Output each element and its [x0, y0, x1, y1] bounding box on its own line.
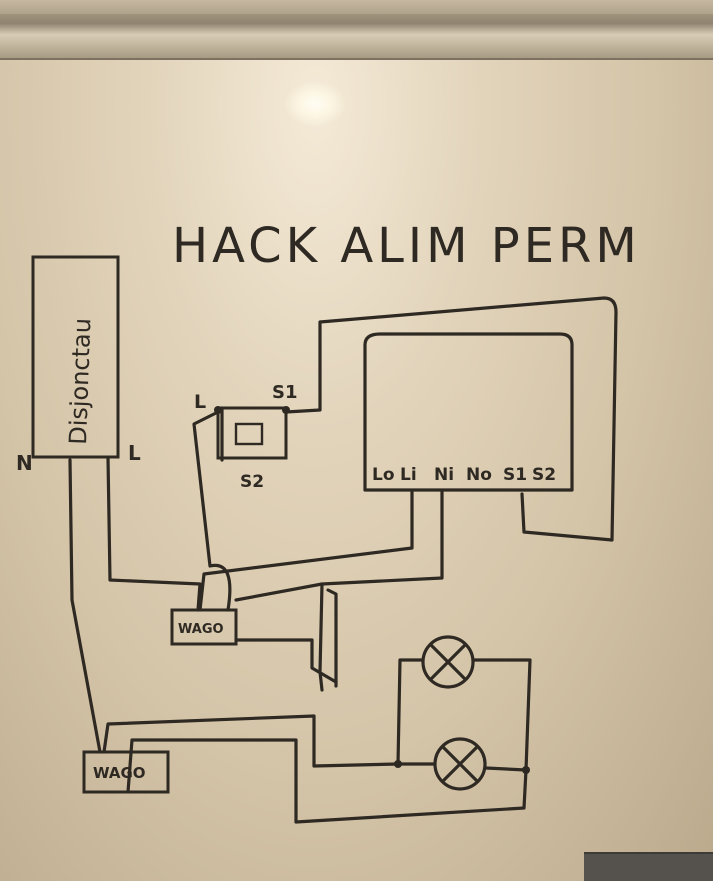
wago-bottom-label: WAGO	[93, 764, 146, 782]
module-terminal-no: No	[466, 465, 492, 485]
module-box	[363, 332, 574, 492]
diagram-title: HACK ALIM PERM	[172, 218, 641, 274]
switch-terminal-l: L	[194, 391, 206, 413]
wago-top-box	[170, 608, 238, 646]
switch-body	[216, 406, 288, 460]
junction-dot	[522, 766, 530, 774]
wire-s1-loop	[284, 296, 618, 542]
module-terminal-li: Li	[400, 465, 417, 485]
wire-lamp-top-left	[396, 658, 424, 766]
lamp-bottom-icon	[433, 737, 487, 791]
wire-live-to-wago	[106, 456, 202, 612]
module-terminal-s2: S2	[532, 465, 556, 485]
tray-top-edge	[0, 0, 713, 14]
whiteboard-tray	[0, 0, 713, 60]
wire-wago-to-junction	[234, 638, 338, 684]
wire-li-feed	[234, 490, 444, 602]
wago-bottom-box	[82, 750, 170, 794]
wire-lamp-bottom-right	[484, 766, 528, 772]
wire-lamp-return	[126, 738, 528, 824]
wire-junction-up	[326, 588, 338, 688]
wire-neutral-to-wago	[68, 458, 102, 754]
wire-switch-l-to-wago	[192, 410, 232, 612]
breaker-label: Disjonctau	[64, 318, 96, 446]
switch-rocker	[234, 422, 264, 446]
wire-lo-to-wago	[198, 490, 414, 612]
light-reflection	[285, 82, 345, 126]
terminal-live: L	[128, 441, 141, 465]
lamp-top-icon	[421, 635, 475, 689]
wago-top-label: WAGO	[178, 622, 224, 637]
corner-device	[584, 852, 713, 881]
wire-lamp-top-right	[472, 658, 532, 772]
wire-wago-bottom-feed	[102, 714, 400, 768]
module-terminal-ni: Ni	[434, 465, 454, 485]
switch-terminal-s1: S1	[272, 382, 298, 403]
module-terminal-lo: Lo	[372, 465, 395, 485]
switch-terminal-s2: S2	[240, 472, 264, 492]
module-terminal-s1: S1	[503, 465, 527, 485]
junction-dot	[394, 760, 402, 768]
terminal-neutral: N	[16, 451, 33, 475]
breaker-box	[31, 255, 120, 459]
